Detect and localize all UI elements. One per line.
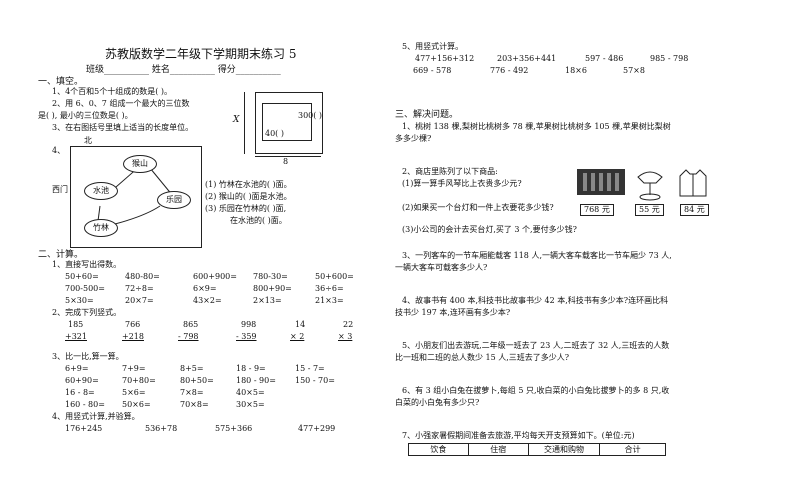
budget-col-total: 合计 [599,443,666,456]
budget-col-transport: 交通和购物 [527,443,601,456]
problem-2-q1: (1)算一算手风琴比上衣贵多少元? [402,179,522,188]
calc-part2-heading: 2、完成下列竖式。 [52,308,122,317]
problem-6-line1: 6、有 3 组小白兔在拔萝卜,每组 5 只,收白菜的小白兔比拔萝卜的多 8 只,… [402,386,670,395]
fill-q1: 1、4个百和5个十组成的数是( )。 [52,87,173,96]
calc-part1-heading: 1、直接写出得数。 [52,260,122,269]
problem-4-line2: 技书少 197 本,连环画有多少本? [395,308,511,317]
lamp-icon [637,171,663,201]
accordion-price-tag: 768 元 [580,204,614,216]
fill-q3: 3、在右图括号里填上适当的长度单位。 [52,123,194,132]
amusement-park: 乐园 [157,191,191,209]
section-2-heading: 二、计算。 [38,250,84,260]
map-q1: (1) 竹林在水池的( )面。 [205,180,292,189]
budget-table: 饮食 住宿 交通和购物 合计 [408,443,666,456]
calc-part3-heading: 3、比一比,算一算。 [52,352,124,361]
problem-6-line2: 白菜的小白兔有多少只? [395,398,480,407]
map-q2: (2) 猴山的( )面是水池。 [205,192,292,201]
problem-3-line2: 一辆大客车可载客多少人? [395,263,488,272]
problem-1-line1: 1、桃树 138 棵,梨树比桃树多 78 棵,苹果树比桃树多 105 棵,苹果树… [402,122,671,131]
problem-2-q3: (3)小公司的会计去买台灯,买了 3 个,要付多少钱? [402,225,577,234]
fill-q2-line1: 2、用 6、0、7 组成一个最大的三位数 [52,99,190,108]
calc-part4-heading: 4、用竖式计算,并验算。 [52,412,140,421]
map-q4: 在水池的( )面。 [230,216,287,225]
west-gate-label: 西门 [52,185,68,194]
section-1-heading: 一、填空。 [38,77,84,87]
problem-2-q2: (2)如果买一个台灯和一件上衣要花多少钱? [402,203,554,212]
bamboo-forest: 竹林 [84,219,118,237]
student-info-fields: 班级__________ 姓名__________ 得分__________ [86,65,281,75]
right-calc-heading: 5、用竖式计算。 [402,42,464,51]
section-3-heading: 三、解决问题。 [395,110,459,120]
problem-5-line2: 比一班和二班的总人数少 15 人,三班去了多少人? [395,353,570,362]
budget-col-food: 饮食 [408,443,469,456]
budget-col-lodging: 住宿 [467,443,529,456]
problem-3-line1: 3、一列客车的一节车厢能载客 118 人,一辆大客车载客比一节车厢少 73 人, [402,251,672,260]
monkey-hill: 猴山 [123,155,157,173]
page-title: 苏教版数学二年级下学期期末练习 5 [105,47,297,61]
north-label: 北 [84,136,92,145]
water-pool: 水池 [84,182,118,200]
coat-price-tag: 84 元 [680,204,709,216]
lamp-price-tag: 55 元 [635,204,664,216]
problem-1-line2: 多多少棵? [395,134,432,143]
fill-q4: 4、 [52,146,66,155]
accordion-icon [577,169,625,195]
fill-q2-line2: 是( ), 最小的三位数是( )。 [38,111,133,120]
problem-4-line1: 4、故事书有 400 本,科技书比故事书少 42 本,科技书有多少本?连环画比科 [402,296,669,305]
problem-7-heading: 7、小强家暑假期间准备去旅游,平均每天开支预算如下。(单位:元) [402,431,635,440]
problem-5-line1: 5、小朋友们出去游玩,二年级一班去了 23 人,二班去了 32 人,三班去的人数 [402,341,670,350]
problem-2-heading: 2、商店里陈列了以下商品: [402,167,498,176]
map-q3: (3) 乐园在竹林的( )面, [205,204,287,213]
coat-icon [679,169,707,197]
